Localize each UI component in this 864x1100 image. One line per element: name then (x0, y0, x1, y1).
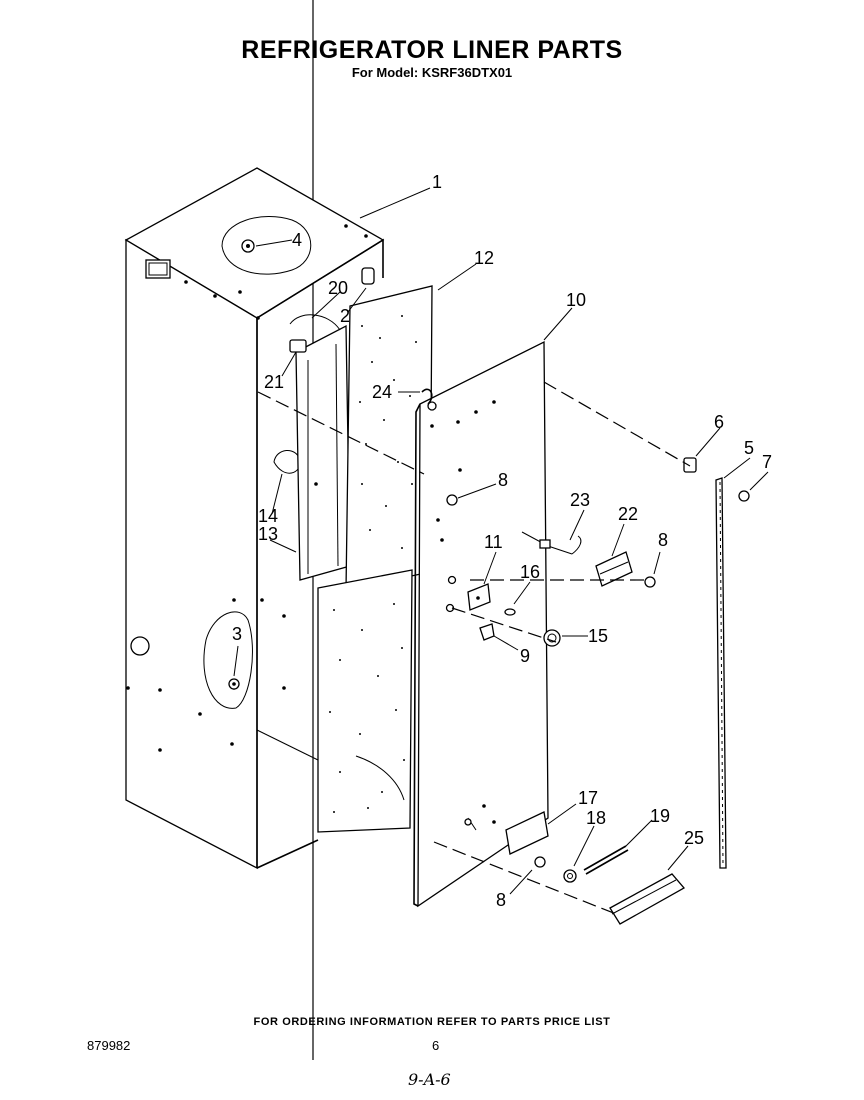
callout-8c: 8 (496, 890, 506, 910)
callout-12: 12 (474, 248, 494, 268)
callout-15: 15 (588, 626, 608, 646)
callout-1: 1 (432, 172, 442, 192)
callout-5: 5 (744, 438, 754, 458)
callout-17: 17 (578, 788, 598, 808)
handwritten-note: 9-A-6 (408, 1070, 451, 1089)
part-4-fitting (241, 239, 255, 253)
callout-14: 14 (258, 506, 278, 526)
document-number: 879982 (87, 1038, 131, 1053)
part-19-rod (583, 845, 629, 875)
callout-9: 9 (520, 646, 530, 666)
part-24-clip (421, 388, 437, 411)
callout-3: 3 (232, 624, 242, 644)
part-23-socket (521, 531, 582, 555)
page-number: 6 (432, 1038, 440, 1053)
part-3-fitting (228, 678, 240, 690)
callout-2: 2 (340, 306, 350, 326)
callout-21: 21 (264, 372, 284, 392)
part-18-nut (563, 869, 577, 883)
ordering-note: FOR ORDERING INFORMATION REFER TO PARTS … (253, 1016, 611, 1028)
callout-10: 10 (566, 290, 586, 310)
part-7-screw (738, 490, 750, 502)
part-15-dial (543, 629, 561, 647)
callout-8a: 8 (498, 470, 508, 490)
alignment-lines (257, 381, 691, 915)
callout-23: 23 (570, 490, 590, 510)
callout-25: 25 (684, 828, 704, 848)
callout-4: 4 (292, 230, 302, 250)
callout-13: 13 (258, 524, 278, 544)
part-16-spacer (504, 608, 516, 616)
part-22-housing (595, 551, 633, 587)
cabinet (124, 167, 385, 870)
callout-6: 6 (714, 412, 724, 432)
part-25-cover (609, 873, 686, 925)
screw-8-upper (446, 494, 458, 506)
callout-18: 18 (586, 808, 606, 828)
part-2-plug (361, 267, 375, 285)
page-title: REFRIGERATOR LINER PARTS (241, 36, 623, 64)
insulation-panel (317, 285, 433, 833)
air-duct (289, 314, 351, 581)
leader-lines (233, 187, 769, 895)
callout-11: 11 (484, 532, 503, 552)
part-5-trim (715, 477, 727, 869)
model-subtitle: For Model: KSRF36DTX01 (351, 65, 513, 80)
callout-8b: 8 (658, 530, 668, 550)
screw-8-lower (534, 856, 546, 868)
part-17-hinge (464, 811, 549, 855)
callout-labels: 1 2 3 4 5 6 7 8 8 8 9 10 11 12 13 14 15 … (232, 172, 772, 910)
liner-panel (413, 340, 549, 908)
part-6-clip (683, 457, 697, 473)
callout-22: 22 (618, 504, 638, 524)
callout-16: 16 (520, 562, 540, 582)
callout-7: 7 (762, 452, 772, 472)
screw-8-right (644, 576, 656, 588)
callout-19: 19 (650, 806, 670, 826)
callout-20: 20 (328, 278, 348, 298)
callout-24: 24 (372, 382, 392, 402)
